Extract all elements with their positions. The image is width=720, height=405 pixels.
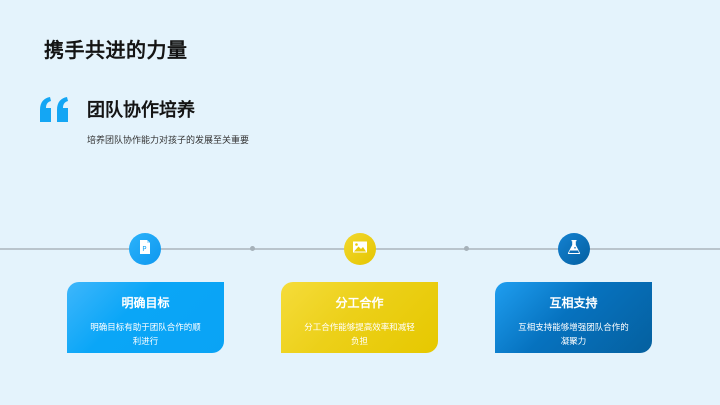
card-description: 分工合作能够提高效率和减轻负担 — [304, 323, 415, 347]
card-description: 明确目标有助于团队合作的顺利进行 — [90, 323, 201, 347]
timeline-node-1: P — [129, 233, 161, 265]
timeline-dot — [250, 246, 255, 251]
timeline-dot — [464, 246, 469, 251]
timeline-card-3: 互相支持 互相支持能够增强团队合作的凝聚力 — [495, 282, 652, 353]
card-title: 明确目标 — [121, 296, 170, 310]
card-title: 互相支持 — [549, 296, 598, 310]
flask-icon — [566, 239, 582, 259]
timeline-node-2 — [344, 233, 376, 265]
image-icon — [352, 239, 368, 259]
timeline-card-2: 分工合作 分工合作能够提高效率和减轻负担 — [281, 282, 438, 353]
card-description: 互相支持能够增强团队合作的凝聚力 — [518, 323, 629, 347]
svg-text:P: P — [142, 245, 146, 253]
timeline-node-3 — [558, 233, 590, 265]
section-heading: 团队协作培养 — [87, 100, 195, 121]
timeline-card-1: 明确目标 明确目标有助于团队合作的顺利进行 — [67, 282, 224, 353]
document-p-icon: P — [137, 239, 153, 259]
slide-title: 携手共进的力量 — [44, 38, 188, 62]
section-subtitle: 培养团队协作能力对孩子的发展至关重要 — [87, 136, 250, 146]
quote-mark-icon — [38, 96, 70, 122]
card-title: 分工合作 — [335, 296, 384, 310]
